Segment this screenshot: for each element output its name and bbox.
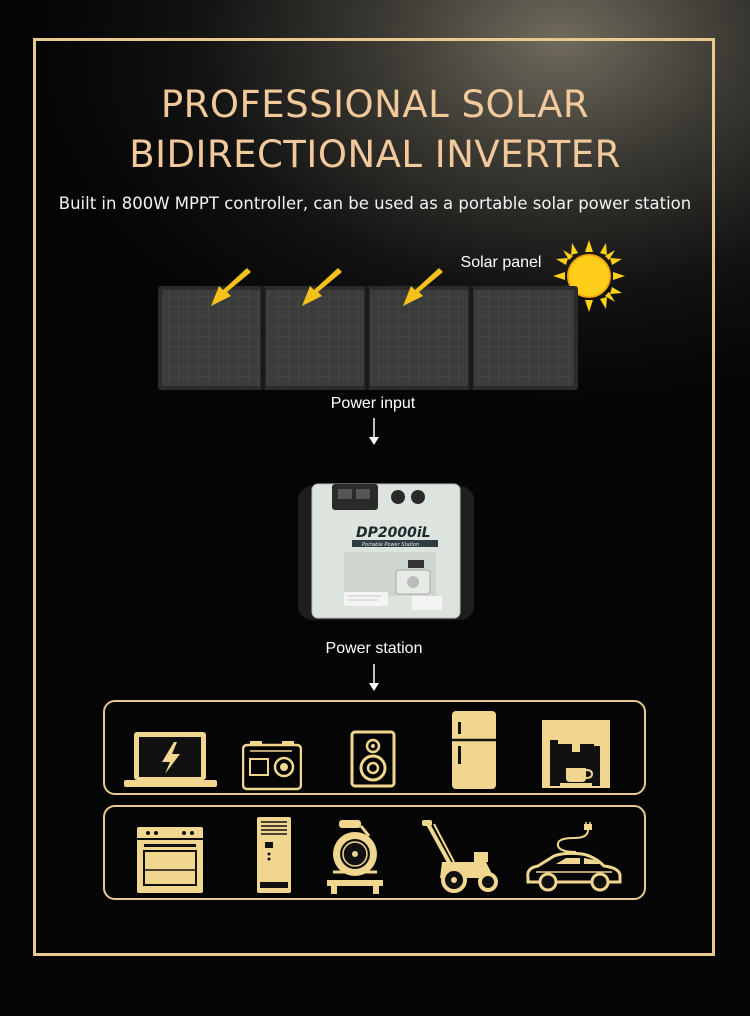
ray-arrow-2 — [302, 268, 342, 306]
solar-panel-image — [158, 286, 578, 390]
title-line-1: PROFESSIONAL SOLAR — [160, 83, 590, 126]
title-line-2: BIDIRECTIONAL INVERTER — [129, 133, 621, 176]
gold-frame — [33, 38, 715, 956]
product-model-text: DP2000iL — [356, 525, 431, 541]
down-arrow-1 — [369, 418, 379, 445]
oven-icon — [137, 827, 203, 893]
speaker-icon — [350, 730, 396, 788]
solar-panel-label: Solar panel — [460, 254, 542, 271]
subtitle: Built in 800W MPPT controller, can be us… — [58, 194, 692, 213]
sun-icon — [553, 240, 625, 312]
ray-arrow-1 — [211, 268, 251, 306]
electric-car-icon — [526, 822, 622, 892]
devices-box-row-1 — [103, 700, 646, 795]
laptop-icon — [124, 732, 217, 787]
product-caption-text: Portable Power Station — [362, 542, 419, 548]
camera-icon — [242, 741, 302, 791]
cutoff-saw-icon — [327, 820, 383, 894]
page-title: PROFESSIONAL SOLAR BIDIRECTIONAL INVERTE… — [0, 80, 750, 180]
ray-arrow-3 — [403, 268, 443, 306]
power-input-label: Power input — [330, 395, 416, 412]
power-station-image: DP2000iL Portable Power Station — [298, 483, 474, 620]
power-station-label: Power station — [325, 640, 423, 657]
refrigerator-icon — [452, 711, 496, 789]
down-arrow-2 — [369, 664, 379, 691]
devices-box-row-2 — [103, 805, 646, 900]
air-conditioner-icon — [257, 817, 291, 893]
lawn-mower-icon — [422, 820, 498, 893]
coffee-machine-icon — [542, 720, 610, 788]
